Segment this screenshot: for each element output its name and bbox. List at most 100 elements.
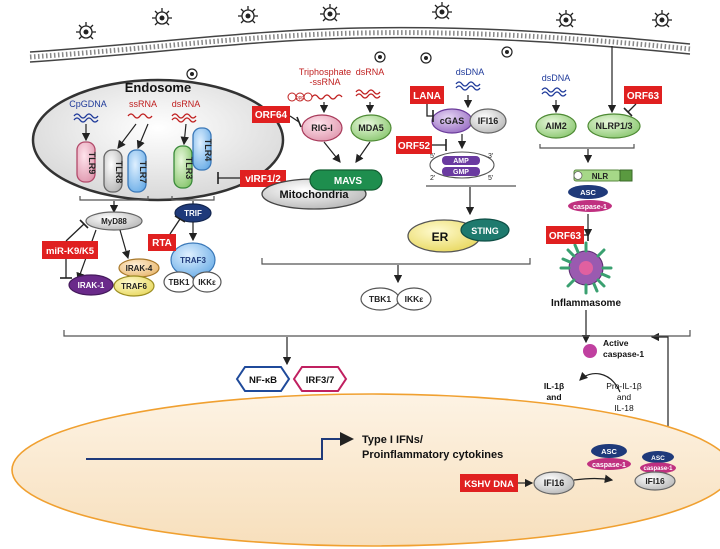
inflammasome-sensors: dsDNA AIM2 NLRP1/3 NLR ASC caspase-1 bbox=[535, 46, 669, 458]
svg-text:ER: ER bbox=[432, 230, 449, 244]
asc-caspase-complex: ASC caspase-1 bbox=[587, 444, 631, 470]
ifi16-node bbox=[469, 108, 507, 134]
svg-text:IKKε: IKKε bbox=[405, 294, 424, 304]
svg-text:TBK1: TBK1 bbox=[169, 278, 190, 287]
svg-text:TRIF: TRIF bbox=[184, 209, 202, 218]
mda5-node bbox=[350, 114, 392, 142]
kshv-dna-box: KSHV DNA bbox=[460, 474, 518, 492]
nucleus bbox=[11, 393, 720, 547]
svg-text:-ssRNA: -ssRNA bbox=[310, 77, 341, 87]
tlr-receptors: TLR9 TLR8 TLR7 TLR3 TLR4 bbox=[76, 127, 213, 193]
svg-text:TLR3: TLR3 bbox=[184, 157, 194, 180]
virus-icon bbox=[152, 8, 172, 26]
svg-text:Type I IFNs/: Type I IFNs/ bbox=[362, 434, 423, 446]
trif-branch: TRIF TRAF3 TBK1 IKKε bbox=[163, 203, 222, 293]
myd88-branch: MyD88 IRAK-4 IRAK-1 TRAF6 bbox=[68, 211, 160, 297]
svg-text:MAVS: MAVS bbox=[334, 176, 362, 187]
svg-text:dsRNA: dsRNA bbox=[356, 67, 385, 77]
svg-text:ASC: ASC bbox=[580, 188, 596, 197]
transcription-factors: NF-κB IRF3/7 bbox=[235, 366, 348, 392]
svg-text:NLRP1/3: NLRP1/3 bbox=[595, 121, 632, 131]
svg-text:ORF63: ORF63 bbox=[549, 231, 582, 242]
svg-text:miR-K9/K5: miR-K9/K5 bbox=[46, 246, 95, 257]
tlr8-receptor: TLR8 bbox=[103, 149, 124, 193]
svg-text:KSHV DNA: KSHV DNA bbox=[464, 479, 514, 490]
traf3-node bbox=[170, 242, 216, 278]
svg-text:IFI16: IFI16 bbox=[544, 478, 565, 488]
svg-text:STING: STING bbox=[471, 226, 499, 236]
amp-node bbox=[442, 156, 480, 165]
irak1-node bbox=[68, 274, 114, 296]
virus-icon bbox=[652, 10, 672, 28]
tlr9-receptor: TLR9 bbox=[76, 141, 97, 183]
asc-node bbox=[642, 451, 674, 463]
cpgdna-label: CpGDNA bbox=[69, 99, 107, 109]
irf-node bbox=[292, 366, 348, 392]
svg-text:TLR9: TLR9 bbox=[87, 152, 97, 175]
svg-text:ORF63: ORF63 bbox=[627, 91, 660, 102]
svg-text:IFI16: IFI16 bbox=[645, 476, 665, 486]
virus-icon bbox=[76, 22, 96, 40]
svg-text:IL-18: IL-18 bbox=[614, 403, 634, 413]
ppp-icon: ppp bbox=[287, 92, 313, 102]
dsrna-wave bbox=[355, 89, 381, 95]
nlr-complex: NLR ASC caspase-1 bbox=[568, 169, 633, 212]
caspase1-node bbox=[587, 458, 631, 470]
asc-node bbox=[591, 444, 627, 458]
svg-text:AIM2: AIM2 bbox=[545, 121, 567, 131]
virus-icon bbox=[320, 4, 340, 22]
sting-node bbox=[460, 218, 510, 242]
svg-text:caspase-1: caspase-1 bbox=[592, 462, 626, 469]
svg-text:LANA: LANA bbox=[413, 91, 441, 102]
myd88-node bbox=[85, 211, 143, 231]
aim2-node bbox=[535, 113, 577, 139]
cpgdna-wave bbox=[73, 113, 99, 119]
svg-text:IL-1β: IL-1β bbox=[544, 381, 564, 391]
svg-text:caspase-1: caspase-1 bbox=[573, 204, 607, 211]
ikke-node bbox=[396, 287, 432, 311]
svg-text:MDA5: MDA5 bbox=[358, 123, 384, 133]
svg-text:NLR: NLR bbox=[592, 172, 609, 181]
ikke-node bbox=[192, 271, 222, 293]
dsdna-wave bbox=[541, 87, 567, 93]
svg-text:2': 2' bbox=[430, 175, 435, 182]
virus-icon bbox=[432, 2, 452, 20]
orf63-mid-inhibitor: ORF63 bbox=[546, 226, 589, 244]
svg-text:and: and bbox=[617, 392, 631, 402]
rta-inhibitor: RTA bbox=[148, 215, 186, 251]
svg-text:Mitochondria: Mitochondria bbox=[279, 189, 349, 201]
caspase1-node bbox=[568, 200, 612, 212]
tlr3-receptor: TLR3 bbox=[173, 145, 194, 189]
gmp-node bbox=[442, 167, 480, 176]
virus-icon bbox=[238, 6, 258, 24]
dsrna-label: dsRNA bbox=[172, 99, 201, 109]
asc-node bbox=[568, 185, 608, 199]
inflammasome-icon bbox=[559, 241, 613, 295]
capsid-icon bbox=[186, 68, 198, 80]
tlr7-receptor: TLR7 bbox=[127, 149, 148, 193]
svg-text:Pro-IL-1β: Pro-IL-1β bbox=[606, 381, 642, 391]
svg-text:TLR8: TLR8 bbox=[114, 161, 124, 184]
ifi16-node bbox=[634, 471, 676, 491]
virus-icon bbox=[556, 10, 576, 28]
svg-text:Proinflammatory cytokines: Proinflammatory cytokines bbox=[362, 449, 503, 461]
rigi-node bbox=[301, 114, 343, 142]
svg-text:dsDNA: dsDNA bbox=[456, 67, 485, 77]
ifi16-inflammasome-complex: ASC caspase-1 IFI16 bbox=[634, 451, 676, 491]
virf-inhibitor: vIRF1/2 bbox=[217, 170, 286, 187]
mirk-inhibitor: miR-K9/K5 bbox=[42, 219, 98, 279]
mavs-node bbox=[309, 169, 383, 191]
cgas-pathway: dsDNA cGAS IFI16 AMP GMP 5' 3' 2' 5' ER … bbox=[407, 67, 516, 253]
nuclear-ifi16-node bbox=[533, 471, 575, 495]
svg-text:IRAK-1: IRAK-1 bbox=[78, 281, 105, 290]
svg-text:MyD88: MyD88 bbox=[101, 217, 127, 226]
svg-text:vIRF1/2: vIRF1/2 bbox=[245, 174, 281, 185]
ssrna-wave bbox=[127, 113, 153, 119]
svg-text:ppp: ppp bbox=[296, 95, 305, 101]
svg-text:IFI16: IFI16 bbox=[478, 116, 499, 126]
nlrp-node bbox=[587, 113, 641, 139]
capsid-icon bbox=[501, 46, 513, 58]
svg-text:AMP: AMP bbox=[453, 158, 469, 165]
svg-text:and: and bbox=[546, 392, 561, 402]
